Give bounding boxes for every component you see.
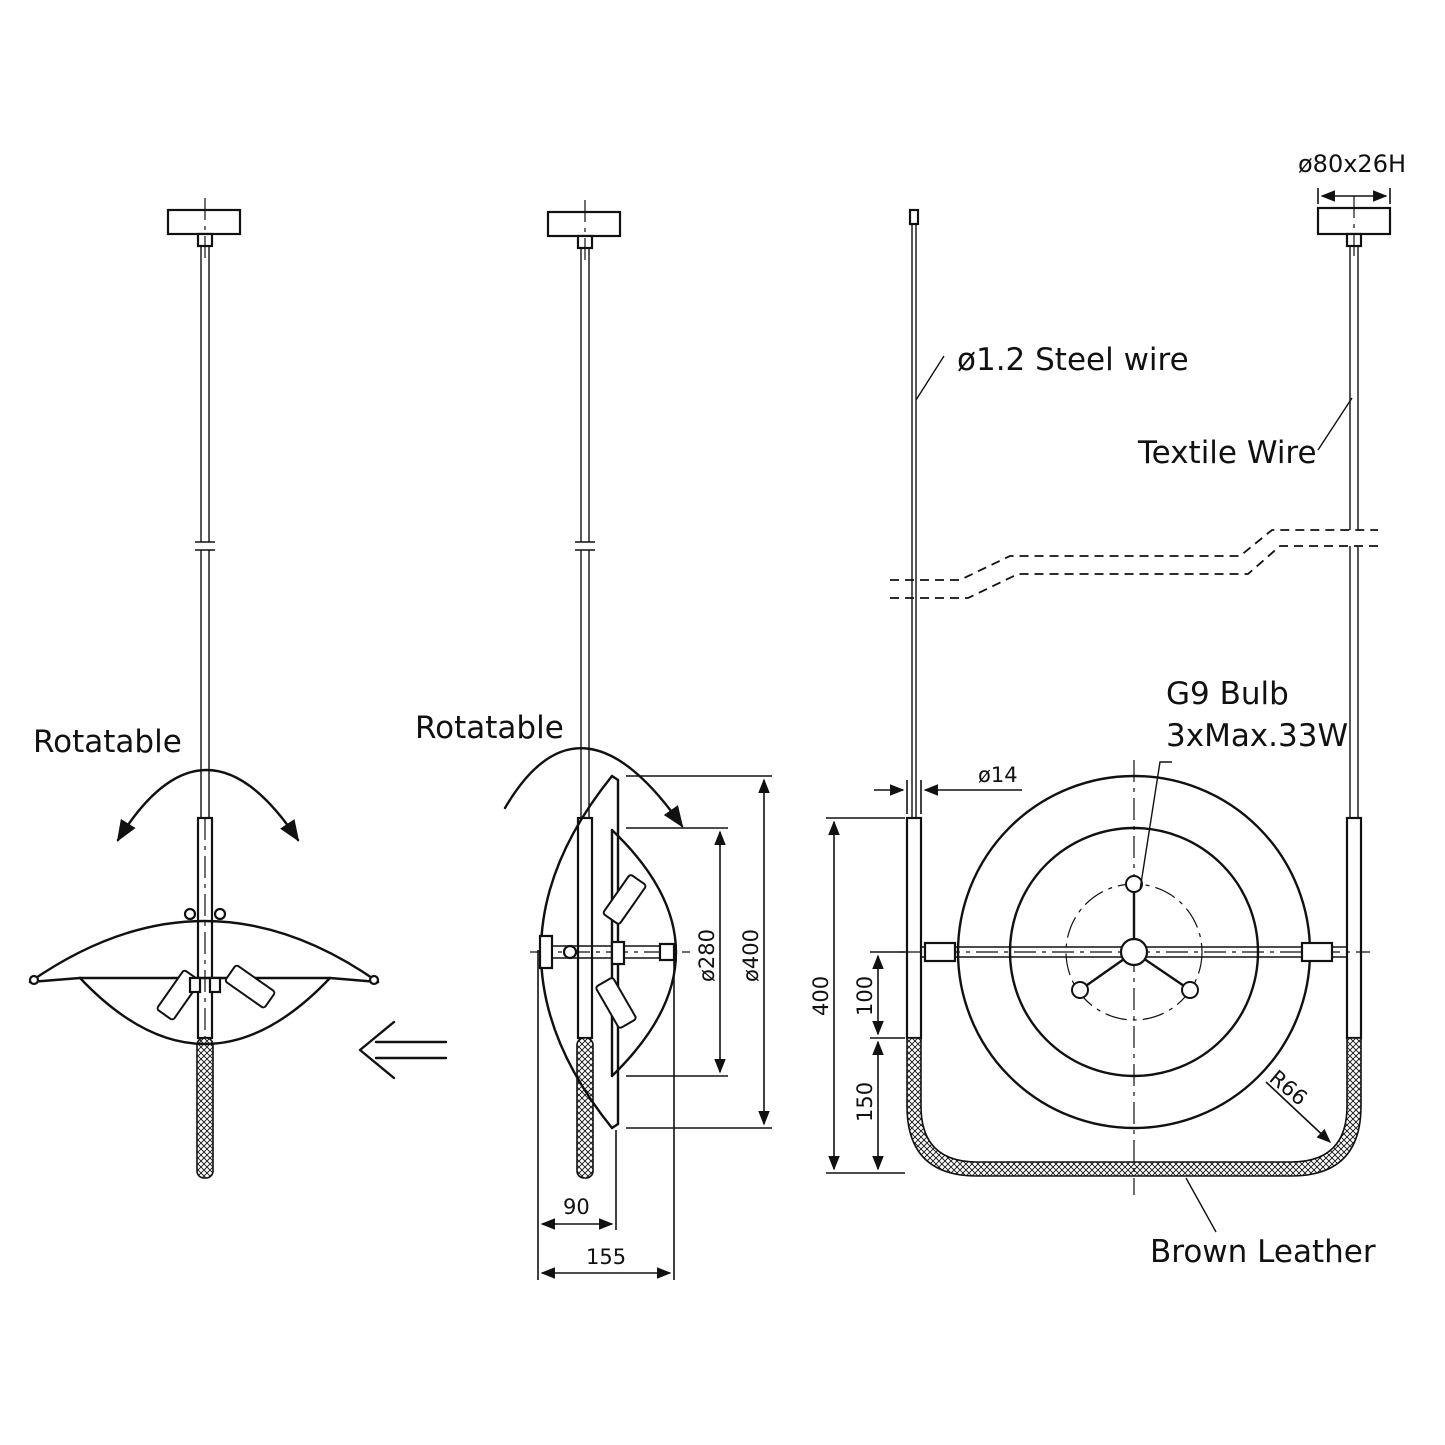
inner-shade [78, 976, 332, 1046]
dim-diameter-14: ø14 [978, 763, 1018, 787]
textile-wire-label: Textile Wire [1137, 435, 1317, 471]
stem-tube [196, 816, 214, 1040]
bulb-side-lower [595, 977, 637, 1029]
view-direction-arrow [358, 1020, 448, 1080]
rotation-arrow-side [503, 747, 684, 828]
dim-diameter-280: ø280 [695, 929, 719, 982]
rotation-arrow-left [116, 769, 300, 842]
wire-anchor [908, 208, 920, 226]
brown-leather-label: Brown Leather [1150, 1234, 1376, 1270]
bulb-label-line1: G9 Bulb [1166, 676, 1289, 712]
rotatable-left-label: Rotatable [33, 724, 182, 760]
view-wire-variants: ø1.2 Steel wire Textile Wire ø80x26H [809, 150, 1406, 1270]
view-front: Rotatable [28, 198, 448, 1179]
bulb-left [156, 969, 201, 1021]
bulb-side-upper [602, 874, 647, 925]
dim-width-155: 155 [586, 1245, 626, 1269]
bulb-label-line2: 3xMax.33W [1166, 718, 1348, 754]
bulb-holder [1071, 875, 1199, 999]
dim-height-150: 150 [853, 1082, 877, 1122]
bulb-right [224, 964, 276, 1009]
ceiling-canopy-side [546, 210, 622, 238]
view-side: Rotatable ø280 ø400 90 155 [415, 200, 772, 1280]
rotatable-middle-label: Rotatable [415, 710, 564, 746]
canopy-size-label: ø80x26H [1298, 150, 1406, 178]
dim-height-100: 100 [853, 976, 877, 1016]
outer-shade [28, 919, 380, 984]
leather-handle-side [576, 1037, 594, 1179]
dim-width-90: 90 [563, 1195, 590, 1219]
ceiling-canopy [166, 208, 242, 236]
dim-height-400: 400 [809, 976, 833, 1016]
steel-wire-label: ø1.2 Steel wire [957, 342, 1189, 378]
leather-handle [196, 1037, 214, 1179]
leather-loop [906, 1037, 1362, 1177]
tube-left [905, 816, 923, 1040]
dim-diameter-400: ø400 [739, 929, 763, 982]
tube-right [1345, 816, 1363, 1040]
